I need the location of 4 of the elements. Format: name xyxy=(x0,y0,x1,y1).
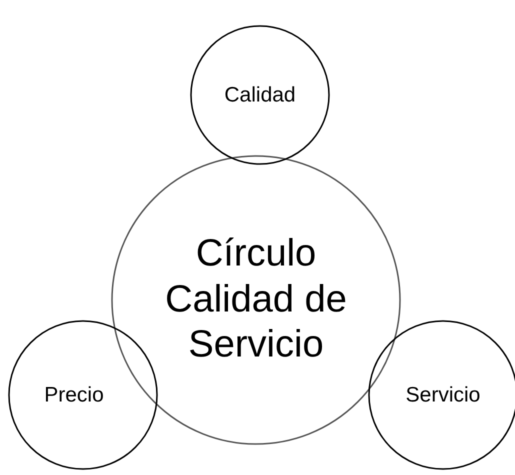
circle-label: Calidad xyxy=(223,82,297,108)
circle-label: Precio xyxy=(43,382,105,408)
circle-label: Círculo Calidad de Servicio xyxy=(164,232,348,368)
circle-label: Servicio xyxy=(404,382,482,408)
